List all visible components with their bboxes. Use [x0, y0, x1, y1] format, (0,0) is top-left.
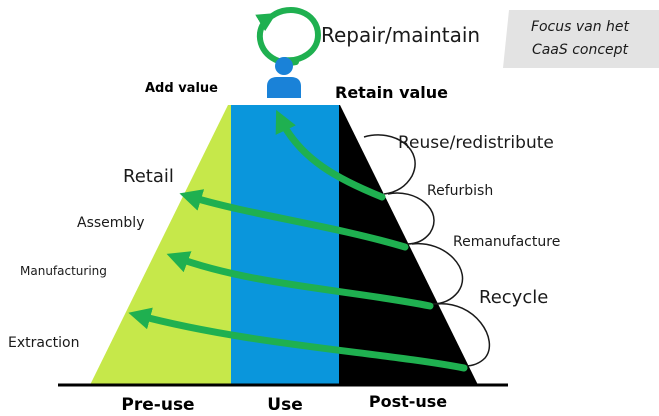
- recycle-loop: [435, 303, 491, 367]
- remanufacture-arrow: [166, 251, 434, 310]
- use-label: Use: [267, 395, 302, 415]
- recycle-arrow: [128, 307, 468, 372]
- manufacturing-label: Manufacturing: [20, 264, 107, 278]
- remanufacture-label: Remanufacture: [453, 234, 560, 250]
- flow-arrows: [128, 109, 468, 372]
- refurbish-label: Refurbish: [427, 183, 493, 199]
- assembly-label: Assembly: [77, 215, 144, 231]
- pre-use-label: Pre-use: [121, 395, 194, 415]
- cycle-loops: [363, 134, 491, 367]
- retail-label: Retail: [123, 166, 174, 187]
- remanufacture-loop: [411, 242, 464, 305]
- extraction-label: Extraction: [8, 335, 79, 351]
- user-icon: [267, 57, 301, 98]
- circular-arrow-icon: [255, 7, 322, 66]
- reuse-loop: [363, 134, 416, 195]
- retain-value-label: Retain value: [335, 83, 448, 102]
- focus-note: Focus van het CaaS concept: [503, 10, 659, 68]
- reuse-arrow: [275, 109, 386, 201]
- recycle-label: Recycle: [479, 287, 548, 308]
- add-value-label: Add value: [145, 81, 218, 96]
- refurbish-arrow: [179, 189, 409, 251]
- focus-note-line2: CaaS concept: [532, 42, 629, 58]
- repair-maintain-label: Repair/maintain: [321, 23, 480, 47]
- focus-note-line1: Focus van het: [531, 19, 630, 35]
- reuse-redistribute-label: Reuse/redistribute: [398, 133, 554, 153]
- post-use-label: Post-use: [369, 392, 447, 411]
- pre-use-zone: [90, 105, 232, 385]
